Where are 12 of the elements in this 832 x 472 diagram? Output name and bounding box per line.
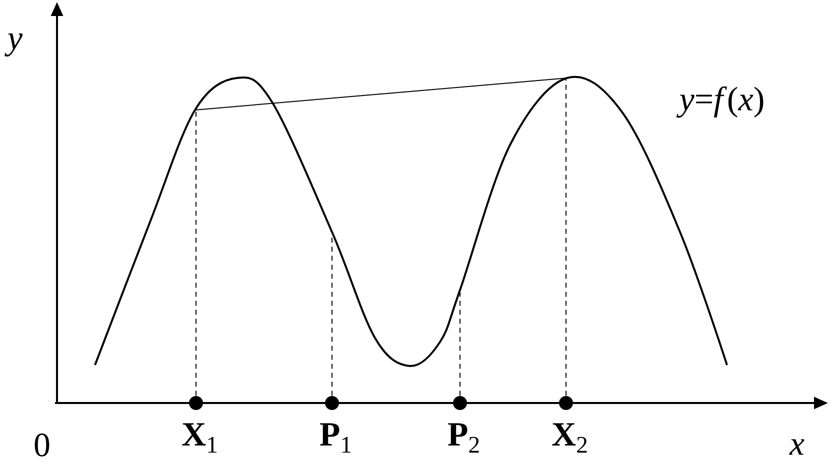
node-label: X$_{2}$ xyxy=(552,423,587,453)
labeled-point: P$_{1}$ xyxy=(320,396,351,453)
axis-label: 0 xyxy=(34,434,50,456)
node-label: P$_{2}$ xyxy=(448,423,479,453)
labeled-point: X$_{1}$ xyxy=(182,396,217,453)
node-label: X$_{1}$ xyxy=(182,423,217,453)
labeled-point: X$_{2}$ xyxy=(552,396,587,453)
axis-label: y=f(x) xyxy=(676,86,764,118)
labeled-point: P$_{2}$ xyxy=(448,396,479,453)
node-label: P$_{1}$ xyxy=(320,423,351,453)
axis-label: y xyxy=(4,34,23,56)
axis-label: x xyxy=(789,439,804,455)
